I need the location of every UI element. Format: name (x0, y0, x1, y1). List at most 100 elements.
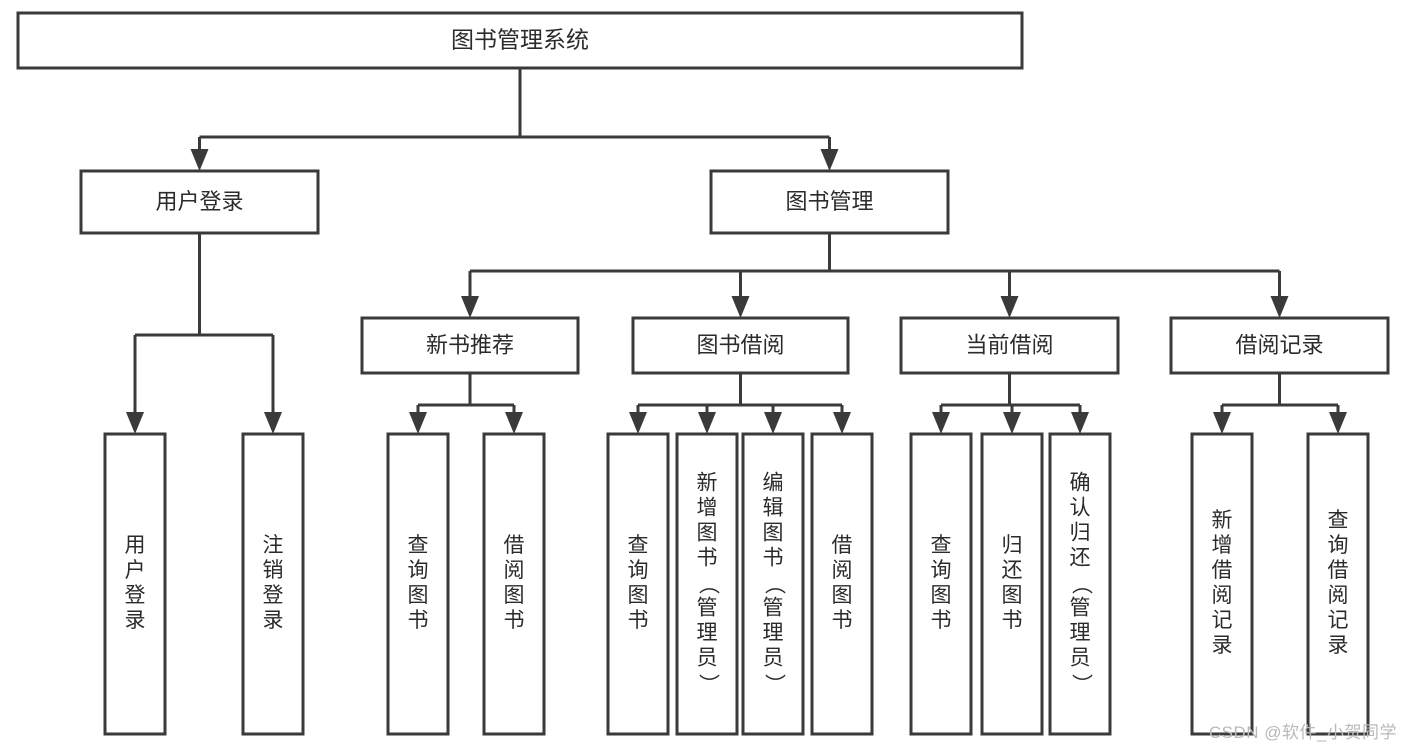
node-label-char: 登 (263, 584, 284, 607)
node-label-char: 书 (931, 609, 952, 632)
node-label-char: 户 (125, 559, 146, 582)
node-label-char: ） (696, 674, 719, 695)
node-label-char: 阅 (504, 559, 525, 582)
node-label-char: 询 (1328, 534, 1349, 557)
node-label-char: ） (1069, 674, 1092, 695)
node-root[interactable]: 图书管理系统 (16, 11, 1024, 70)
node-borrow-record[interactable]: 借阅记录 (1169, 316, 1390, 375)
arrow-head-icon (505, 412, 523, 434)
node-label-char: 图 (1002, 584, 1023, 607)
node-label-user-login: 用户登录 (155, 189, 243, 214)
edge-borrow-bus (629, 373, 851, 434)
node-user-login[interactable]: 用户登录 (79, 169, 320, 235)
node-label-char: 查 (1328, 509, 1349, 532)
node-label-char: 借 (1212, 559, 1233, 582)
node-label-root: 图书管理系统 (451, 27, 589, 53)
arrow-head-icon (1071, 412, 1089, 434)
node-label-char: 图 (931, 584, 952, 607)
node-current-borrow[interactable]: 当前借阅 (899, 316, 1120, 375)
node-label-char: 辑 (763, 497, 784, 520)
arrow-head-icon (932, 412, 950, 434)
node-box-leaf-query-record (1306, 432, 1370, 736)
node-box-leaf-query-book-2 (606, 432, 670, 736)
node-label-char: 新 (1212, 509, 1233, 532)
node-box-leaf-edit-book (741, 432, 805, 736)
node-label-char: 员 (763, 647, 784, 670)
node-label-char: 归 (1070, 522, 1091, 545)
node-box-leaf-borrow-book-2 (810, 432, 874, 736)
node-label-char: 录 (1212, 634, 1233, 657)
node-label-char: 阅 (832, 559, 853, 582)
node-label-book-borrow: 图书借阅 (696, 332, 784, 357)
node-book-borrow[interactable]: 图书借阅 (631, 316, 850, 375)
node-label-char: 新 (697, 472, 718, 495)
arrow-head-icon (190, 149, 209, 171)
arrow-head-icon (1003, 412, 1021, 434)
node-label-char: 询 (931, 559, 952, 582)
arrow-head-icon (1329, 412, 1347, 434)
node-box-leaf-borrow-book-1 (482, 432, 546, 736)
node-label-char: 用 (125, 534, 146, 557)
node-label-char: 管 (1070, 597, 1091, 620)
node-label-char: 还 (1070, 547, 1091, 570)
node-label-char: 理 (763, 622, 784, 645)
node-label-char: 理 (697, 622, 718, 645)
node-box-leaf-add-record (1190, 432, 1254, 736)
edge-root-bus (190, 68, 839, 171)
node-label-char: （ (1069, 574, 1092, 595)
node-book-manage[interactable]: 图书管理 (709, 169, 950, 235)
node-label-char: （ (696, 574, 719, 595)
node-label-char: 归 (1002, 534, 1023, 557)
node-label-char: 图 (408, 584, 429, 607)
node-label-char: 借 (504, 534, 525, 557)
node-layer: 图书管理系统用户登录图书管理新书推荐图书借阅当前借阅借阅记录用户登录注销登录查询… (16, 11, 1390, 736)
node-label-char: 记 (1328, 609, 1349, 632)
arrow-head-icon (629, 412, 647, 434)
node-label-char: 书 (1002, 609, 1023, 632)
node-box-leaf-user-login (103, 432, 167, 736)
node-label-char: ） (762, 674, 785, 695)
node-label-char: 书 (763, 547, 784, 570)
node-label-char: （ (762, 574, 785, 595)
node-new-book-recommend[interactable]: 新书推荐 (360, 316, 580, 375)
node-box-book-borrow (631, 316, 850, 375)
node-label-char: 销 (263, 559, 284, 582)
node-box-current-borrow (899, 316, 1120, 375)
node-box-leaf-return-book (980, 432, 1044, 736)
node-label-current-borrow: 当前借阅 (965, 332, 1053, 357)
node-label-char: 管 (763, 597, 784, 620)
node-label-char: 登 (125, 584, 146, 607)
connector-layer (126, 68, 1347, 434)
node-label-char: 阅 (1212, 584, 1233, 607)
edge-book-manage-bus (461, 233, 1289, 318)
node-label-char: 认 (1070, 497, 1091, 520)
node-label-char: 图 (697, 522, 718, 545)
node-label-char: 查 (408, 534, 429, 557)
node-label-char: 增 (1212, 534, 1233, 557)
node-box-borrow-record (1169, 316, 1390, 375)
node-leaf-user-login[interactable]: 用户登录 (103, 432, 167, 736)
node-label-char: 录 (263, 609, 284, 632)
node-label-char: 书 (832, 609, 853, 632)
arrow-head-icon (820, 149, 839, 171)
node-box-leaf-query-book-1 (386, 432, 450, 736)
node-label-char: 图 (628, 584, 649, 607)
arrow-head-icon (833, 412, 851, 434)
node-label-new-book-recommend: 新书推荐 (426, 332, 514, 357)
arrow-head-icon (264, 412, 282, 434)
csdn-watermark: CSDN @软件_小贺同学 (1208, 723, 1397, 742)
node-box-leaf-add-book (675, 432, 739, 736)
node-label-char: 书 (628, 609, 649, 632)
